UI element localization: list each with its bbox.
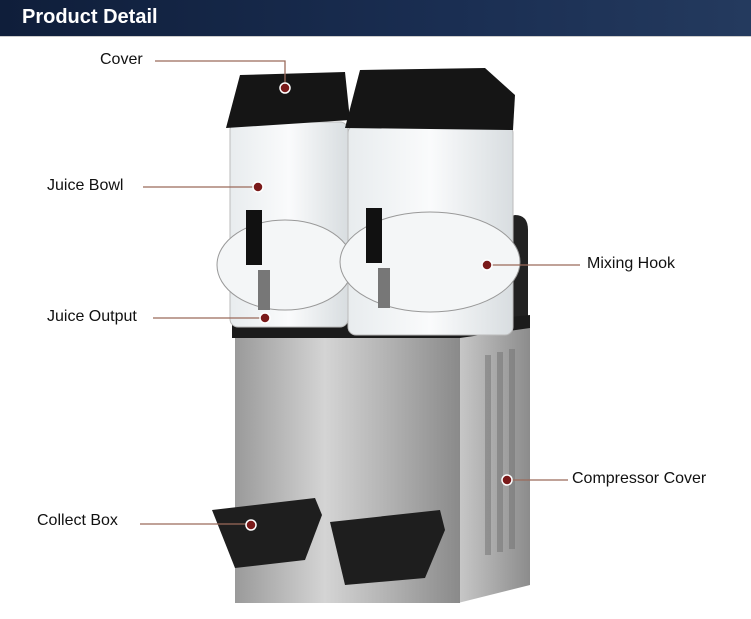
header-bar: Product Detail (0, 0, 751, 37)
left-mixing-drum (216, 219, 354, 311)
compressor-cover-marker (501, 474, 513, 486)
leader-lines (140, 60, 580, 525)
label-compressor-cover: Compressor Cover (572, 470, 707, 487)
label-mixing-hook: Mixing Hook (587, 255, 676, 272)
left-collect-box (212, 498, 322, 568)
left-tap (246, 210, 270, 310)
label-juice-bowl: Juice Bowl (47, 177, 124, 194)
steel-body-side (458, 322, 530, 603)
right-tap (366, 208, 390, 308)
cover-marker (279, 82, 291, 94)
cover-leader (155, 60, 286, 88)
juice-bowl-marker (252, 181, 264, 193)
right-cover (345, 68, 515, 130)
juice-output-marker (259, 312, 271, 324)
label-collect-box: Collect Box (37, 512, 118, 529)
page-title: Product Detail (22, 6, 158, 28)
vent-grille (485, 349, 515, 555)
left-cover (226, 72, 350, 128)
collect-box-marker (245, 519, 257, 531)
label-juice-output: Juice Output (47, 308, 137, 325)
right-collect-box (330, 510, 445, 585)
markers (245, 82, 513, 531)
mixing-hook-marker (481, 259, 493, 271)
label-cover: Cover (100, 51, 143, 68)
